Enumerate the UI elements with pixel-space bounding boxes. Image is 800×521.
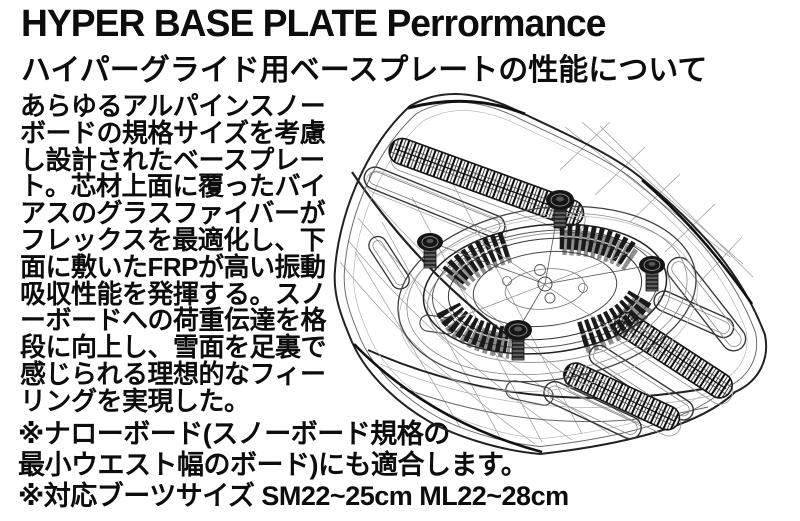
wireframe-mesh-lower-left [339,177,641,445]
body-line: ボードの規格サイズを考慮 [20,117,326,148]
rail-bottom-right-serrated-1 [613,311,734,405]
footnotes: ※ナローボード(スノーボード規格の 最小ウエスト幅のボード)にも適合します。 ※… [18,419,569,512]
deck-edge-curves [351,171,731,423]
body-line: 感じられる理想的なフィー [20,358,326,389]
plate-outline [333,93,768,456]
body-paragraph: あらゆるアルパインスノー ボードの規格サイズを考慮 し設計されたベースプレー ト… [20,93,350,415]
rail-top-left-serrated [388,137,586,234]
slot-bottom-right-upper [653,290,735,339]
disc-tooth-clusters [436,223,655,359]
slot-top-left [363,166,507,242]
mount-lugs [419,314,554,406]
page-title: HYPER BASE PLATE Perrormance [21,3,606,45]
note-line: 最小ウエスト幅のボード)にも適合します。 [18,450,528,480]
bolt-top [546,190,574,229]
slot-bottom-right-middle [588,344,694,421]
center-disc [422,223,671,364]
body-line: 吸収性能を発揮する。スノ [20,278,327,309]
mount-bolts [417,190,665,361]
disc-crosshair [429,199,653,333]
note-line: ※ナローボード(スノーボード規格の [18,419,450,449]
note-line: ※対応ブーツサイズ SM22~25cm ML22~28cm [18,481,569,511]
body-line: あらゆるアルパインスノー [20,91,326,121]
page-subtitle: ハイパーグライド用ベースプレートの性能について [21,54,708,87]
rail-bottom-right-serrated-2 [563,362,682,437]
body-line: アスのグラスファイバーが [20,198,325,229]
body-line: ーボードへの荷重伝達を格 [20,305,327,336]
body-line: 面に敷いたFRPが高い振動 [20,251,326,282]
bolt-left [417,233,443,269]
slot-right-edge [666,256,747,352]
bolt-right [639,256,665,292]
body-line: リングを実現した。 [20,385,250,416]
body-line: し設計されたベースプレー [20,144,325,175]
body-line: ト。芯材上面に覆ったバイ [20,171,326,202]
body-line: フレックスを最適化し、下 [20,224,326,255]
slot-left-small [368,235,410,290]
wireframe-mesh-upper-right [559,121,754,283]
bolt-bottom [504,320,532,361]
body-line: 段に向上し、雪面を足裏で [20,332,327,363]
disc-collar [397,205,698,392]
